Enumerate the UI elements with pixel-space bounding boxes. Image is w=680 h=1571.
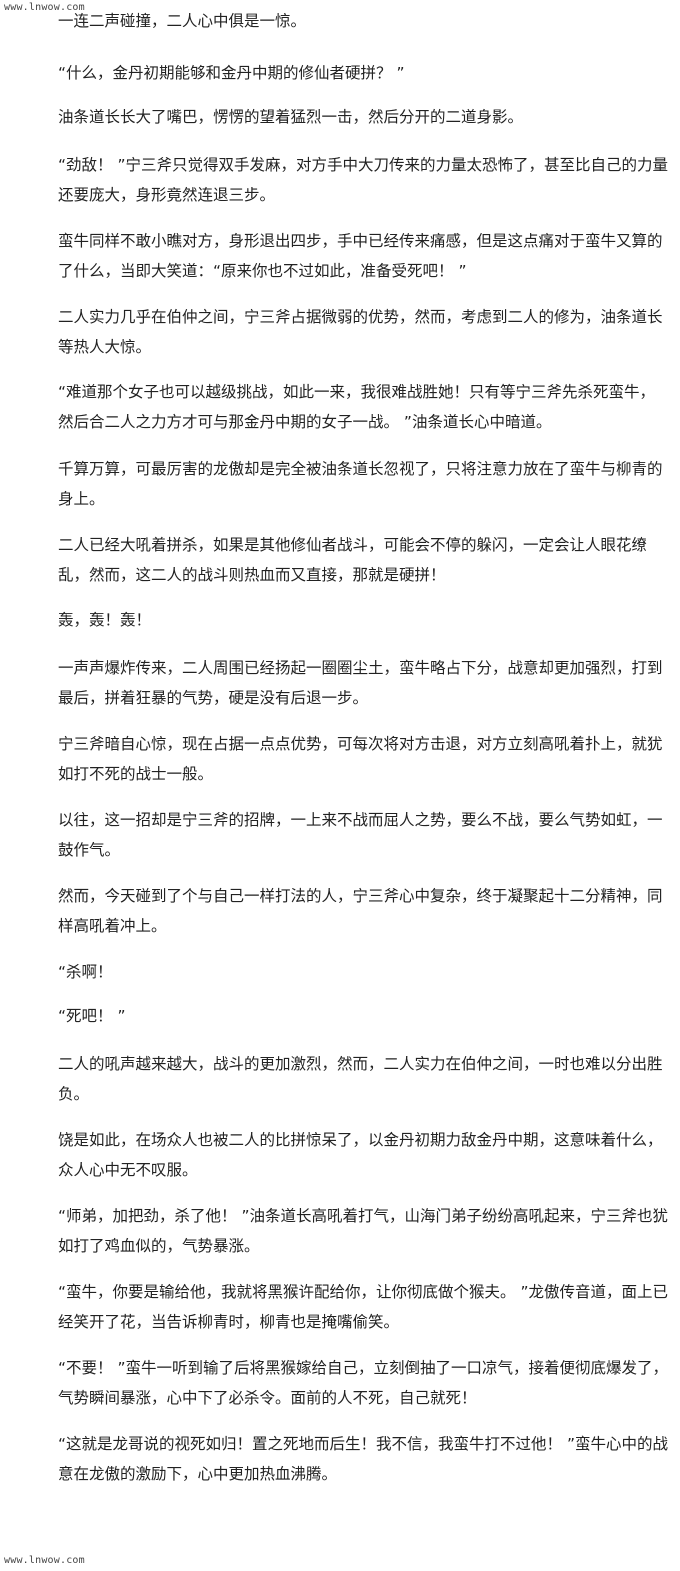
paragraph: “劲敌！ ”宁三斧只觉得双手发麻，对方手中大刀传来的力量太恐怖了，甚至比自己的力… bbox=[58, 156, 668, 204]
paragraph: 二人实力几乎在伯仲之间，宁三斧占据微弱的优势，然而，考虑到二人的修为，油条道长等… bbox=[58, 308, 663, 356]
paragraph: 宁三斧暗自心惊，现在占据一点点优势，可每次将对方击退，对方立刻高吼着扑上，就犹如… bbox=[58, 735, 663, 783]
paragraph: “这就是龙哥说的视死如归！置之死地而后生！我不信，我蛮牛打不过他！ ”蛮牛心中的… bbox=[58, 1435, 668, 1483]
paragraph: 一声声爆炸传来，二人周围已经扬起一圈圈尘土，蛮牛略占下分，战意却更加强烈，打到最… bbox=[58, 659, 663, 707]
watermark-top: www.lnwow.com bbox=[4, 2, 85, 13]
paragraph: “杀啊！ bbox=[58, 963, 113, 981]
paragraph: “死吧！ ” bbox=[58, 1007, 126, 1025]
paragraph: 以往，这一招却是宁三斧的招牌，一上来不战而屈人之势，要么不战，要么气势如虹，一鼓… bbox=[58, 811, 663, 859]
watermark-bottom: www.lnwow.com bbox=[4, 1555, 85, 1566]
paragraph: “难道那个女子也可以越级挑战，如此一来，我很难战胜她！只有等宁三斧先杀死蛮牛，然… bbox=[58, 383, 656, 431]
paragraph: 二人已经大吼着拼杀，如果是其他修仙者战斗，可能会不停的躲闪，一定会让人眼花缭乱，… bbox=[58, 536, 648, 584]
paragraph: “什么，金丹初期能够和金丹中期的修仙者硬拼？ ” bbox=[58, 64, 405, 82]
paragraph: 千算万算，可最厉害的龙傲却是完全被油条道长忽视了，只将注意力放在了蛮牛与柳青的身… bbox=[58, 460, 663, 508]
paragraph: “不要！ ”蛮牛一听到输了后将黑猴嫁给自己，立刻倒抽了一口凉气，接着便彻底爆发了… bbox=[58, 1359, 668, 1407]
paragraph: “师弟，加把劲，杀了他！ ”油条道长高吼着打气，山海门弟子纷纷高吼起来，宁三斧也… bbox=[58, 1207, 668, 1255]
paragraph: 一连二声碰撞，二人心中俱是一惊。 bbox=[58, 12, 307, 30]
paragraph: 饶是如此，在场众人也被二人的比拼惊呆了，以金丹初期力敌金丹中期，这意味着什么，众… bbox=[58, 1131, 663, 1179]
paragraph: 然而，今天碰到了个与自己一样打法的人，宁三斧心中复杂，终于凝聚起十二分精神，同样… bbox=[58, 887, 663, 935]
paragraph: 油条道长长大了嘴巴，愣愣的望着猛烈一击，然后分开的二道身影。 bbox=[58, 108, 524, 126]
paragraph: 蛮牛同样不敢小瞧对方，身形退出四步，手中已经传来痛感，但是这点痛对于蛮牛又算的了… bbox=[58, 232, 663, 280]
paragraph: 二人的吼声越来越大，战斗的更加激烈，然而，二人实力在伯仲之间，一时也难以分出胜负… bbox=[58, 1055, 663, 1103]
paragraph: 轰，轰！轰！ bbox=[58, 611, 152, 629]
paragraph: “蛮牛，你要是输给他，我就将黑猴许配给你，让你彻底做个猴夫。 ”龙傲传音道，面上… bbox=[58, 1283, 668, 1331]
